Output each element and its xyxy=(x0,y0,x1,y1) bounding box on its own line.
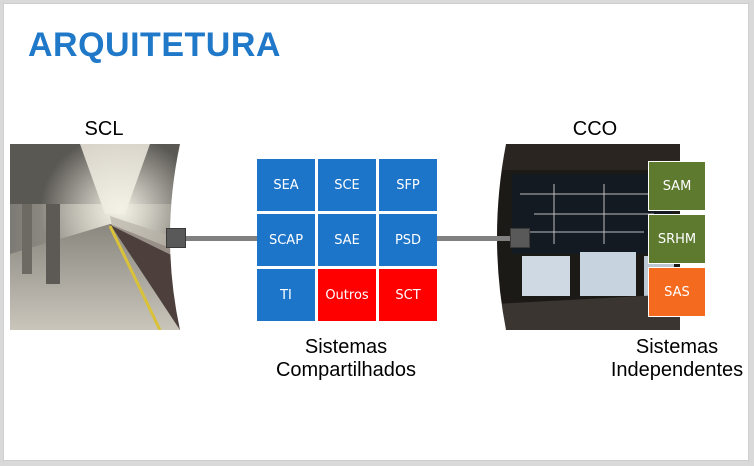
shared-caption-line1: Sistemas xyxy=(304,336,388,358)
independent-caption-line1: Sistemas xyxy=(635,336,719,358)
system-scap: SCAP xyxy=(257,214,315,266)
shared-systems-grid: SEA SCE SFP SCAP SAE PSD TI Outros SCT xyxy=(257,159,437,321)
system-psd: PSD xyxy=(379,214,437,266)
system-outros: Outros xyxy=(318,269,376,321)
left-connector-node xyxy=(166,228,186,248)
system-sea: SEA xyxy=(257,159,315,211)
system-sfp: SFP xyxy=(379,159,437,211)
scl-label: SCL xyxy=(84,118,124,140)
slide: ARQUITETURA SCL CCO xyxy=(3,3,749,461)
left-connector-line xyxy=(184,236,258,241)
system-srhm: SRHM xyxy=(648,214,706,264)
system-ti: TI xyxy=(257,269,315,321)
slide-title: ARQUITETURA xyxy=(28,26,281,64)
metro-platform-photo xyxy=(10,144,210,330)
system-sct: SCT xyxy=(379,269,437,321)
right-connector-node xyxy=(510,228,530,248)
cco-label: CCO xyxy=(572,118,618,140)
system-sam: SAM xyxy=(648,161,706,211)
system-sas: SAS xyxy=(648,267,706,317)
shared-systems-caption: Sistemas Compartilhados xyxy=(266,336,426,382)
shared-caption-line2: Compartilhados xyxy=(275,359,417,381)
right-connector-line xyxy=(436,236,512,241)
independent-systems-stack: SAM SRHM SAS xyxy=(648,161,706,317)
system-sae: SAE xyxy=(318,214,376,266)
system-sce: SCE xyxy=(318,159,376,211)
independent-systems-caption: Sistemas Independentes xyxy=(604,336,748,382)
independent-caption-line2: Independentes xyxy=(610,359,744,381)
